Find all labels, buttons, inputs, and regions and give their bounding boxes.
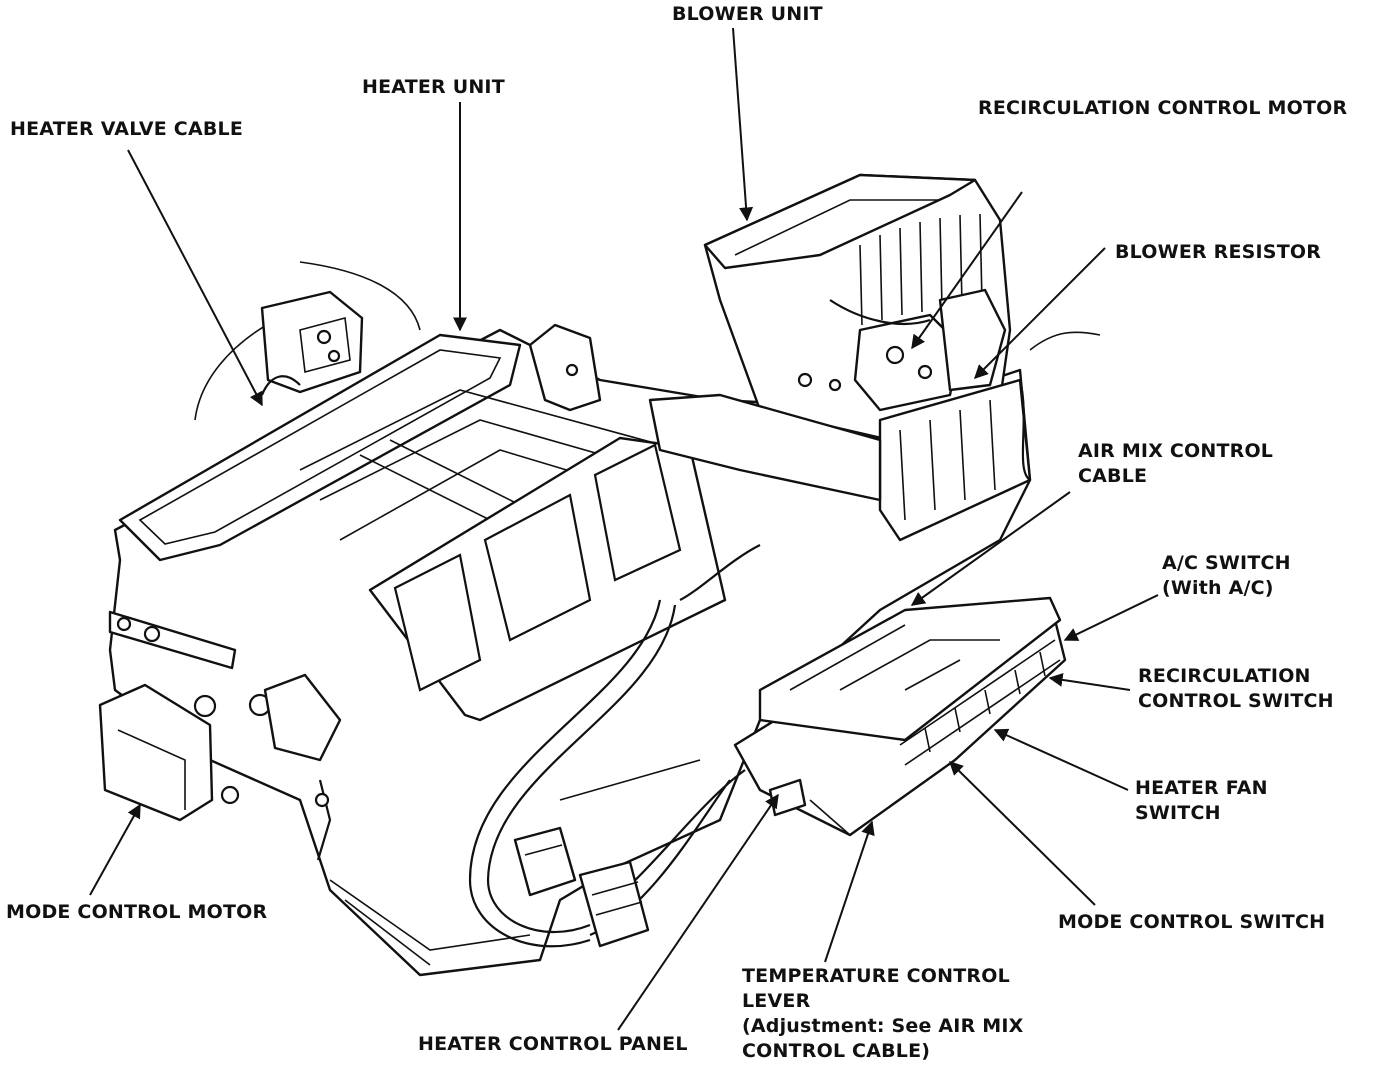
label-ac-switch: A/C SWITCH (With A/C) [1162,551,1291,601]
leader-blower-resistor [974,247,1106,379]
label-recirculation-control-motor: RECIRCULATION CONTROL MOTOR [978,97,1348,119]
heater-control-panel-shape [733,596,1067,837]
leader-ac-switch [1063,594,1159,641]
label-heater-fan-switch: HEATER FAN SWITCH [1135,776,1268,826]
leader-heater-fan-switch [993,728,1129,791]
leader-recirculation-control-motor [911,191,1023,350]
wire-harness [468,299,1031,948]
label-mode-control-switch: MODE CONTROL SWITCH [1058,911,1326,933]
label-line: (With A/C) [1162,577,1274,599]
label-line: A/C SWITCH [1162,552,1291,574]
leader-mode-control-motor [89,803,141,896]
label-line: TEMPERATURE CONTROL [742,965,1010,987]
label-air-mix-control-cable: AIR MIX CONTROL CABLE [1078,439,1273,489]
heater-valve-bracket [260,290,364,396]
harness-connectors [513,826,650,948]
leader-heater-valve-cable [127,149,263,407]
label-heater-unit: HEATER UNIT [362,76,505,98]
label-line: (Adjustment: See AIR MIX [742,1015,1024,1037]
label-recirculation-control-switch: RECIRCULATION CONTROL SWITCH [1138,664,1334,714]
leader-temperature-control-lever [824,820,875,963]
label-heater-control-panel: HEATER CONTROL PANEL [418,1033,688,1055]
leader-heater-control-panel [617,793,779,1031]
label-temperature-control-lever: TEMPERATURE CONTROL LEVER (Adjustment: S… [742,964,1023,1064]
label-blower-unit: BLOWER UNIT [672,3,823,25]
leader-lines [89,27,1159,1031]
label-blower-resistor: BLOWER RESISTOR [1115,241,1322,263]
leader-blower-unit [732,27,754,222]
label-line: HEATER FAN [1135,777,1268,799]
label-line: LEVER [742,990,811,1012]
label-line: CONTROL SWITCH [1138,690,1334,712]
leader-air-mix-control-cable [910,491,1071,606]
label-line: CONTROL CABLE) [742,1040,931,1062]
label-line: AIR MIX CONTROL [1078,440,1274,462]
label-heater-valve-cable: HEATER VALVE CABLE [10,118,244,140]
label-mode-control-motor: MODE CONTROL MOTOR [6,901,268,923]
duct-outlet [368,436,727,722]
label-line: SWITCH [1135,802,1221,824]
leader-mode-control-switch [949,761,1096,906]
blower-unit-shape [648,173,1032,542]
dashboard-outline [194,261,1101,421]
label-line: CABLE [1078,465,1148,487]
leader-recirculation-control-switch [1048,672,1131,691]
label-line: RECIRCULATION [1138,665,1311,687]
mode-control-motor-shape [98,610,342,861]
